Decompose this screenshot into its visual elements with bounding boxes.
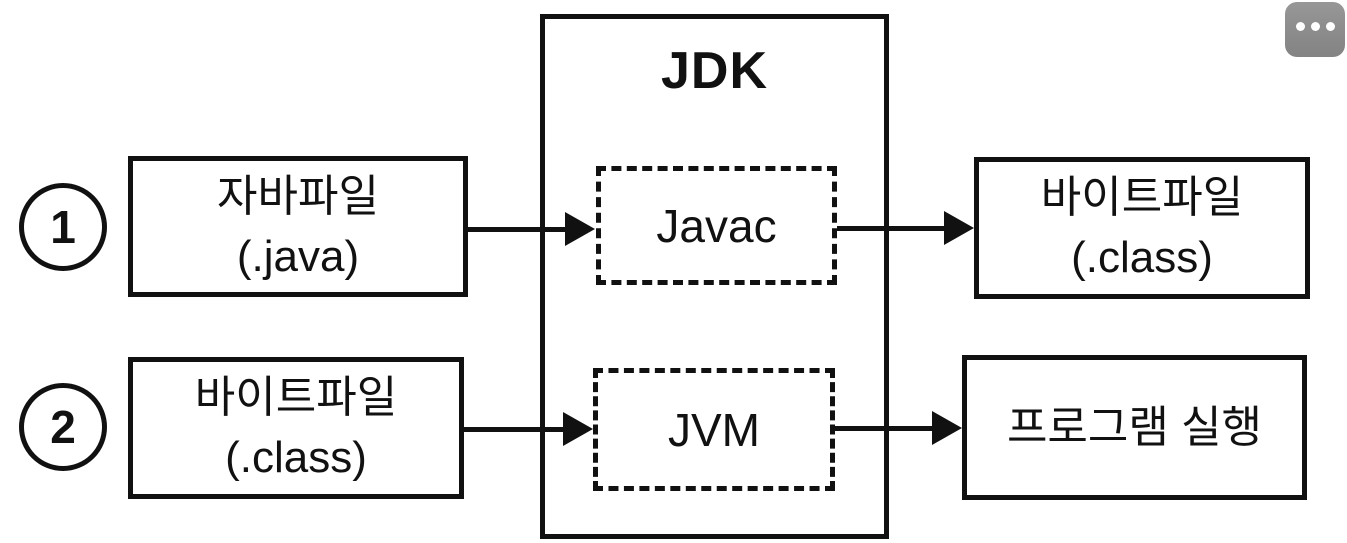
arrow-shaft <box>467 226 565 232</box>
node-jvm-label: JVM <box>668 403 760 456</box>
more-options-button[interactable] <box>1285 2 1345 57</box>
ellipsis-icon <box>1295 22 1305 31</box>
ellipsis-icon <box>1325 22 1335 31</box>
node-byte-file-output-label-line1: 바이트파일 <box>1040 173 1244 222</box>
node-java-file-label-line2: (.java) <box>236 231 360 281</box>
node-byte-file-input-label-line2: (.class) <box>225 433 367 482</box>
node-byte-file-output-label-line2: (.class) <box>1071 233 1213 282</box>
step-1-badge: 1 <box>19 183 107 271</box>
arrow-head-icon <box>565 212 595 246</box>
node-jvm: JVM <box>593 368 835 491</box>
step-1-number: 1 <box>50 201 76 253</box>
step-2-badge: 2 <box>19 383 107 471</box>
node-java-file: 자바파일 (.java) <box>128 156 468 297</box>
step-2-number: 2 <box>50 401 76 453</box>
node-javac-label: Javac <box>656 199 777 252</box>
ellipsis-icon <box>1310 22 1320 31</box>
node-byte-file-output: 바이트파일 (.class) <box>974 157 1310 299</box>
arrow-head-icon <box>932 411 962 445</box>
node-byte-file-input: 바이트파일 (.class) <box>128 357 464 499</box>
arrow-head-icon <box>944 211 974 245</box>
arrow-javac-to-bytefile <box>837 211 974 245</box>
node-program-run: 프로그램 실행 <box>962 355 1307 500</box>
arrow-java-to-javac <box>467 212 595 246</box>
arrow-shaft <box>835 425 932 431</box>
node-java-file-label-line1: 자바파일 <box>217 171 379 221</box>
node-byte-file-input-label-line1: 바이트파일 <box>194 373 398 422</box>
node-javac: Javac <box>596 166 837 285</box>
arrow-jvm-to-program <box>835 411 962 445</box>
jdk-title: JDK <box>660 42 769 100</box>
arrow-shaft <box>463 426 563 432</box>
node-program-run-label: 프로그램 실행 <box>1006 402 1263 452</box>
arrow-head-icon <box>563 412 593 446</box>
arrow-shaft <box>837 225 944 231</box>
arrow-bytefile-to-jvm <box>463 412 593 446</box>
